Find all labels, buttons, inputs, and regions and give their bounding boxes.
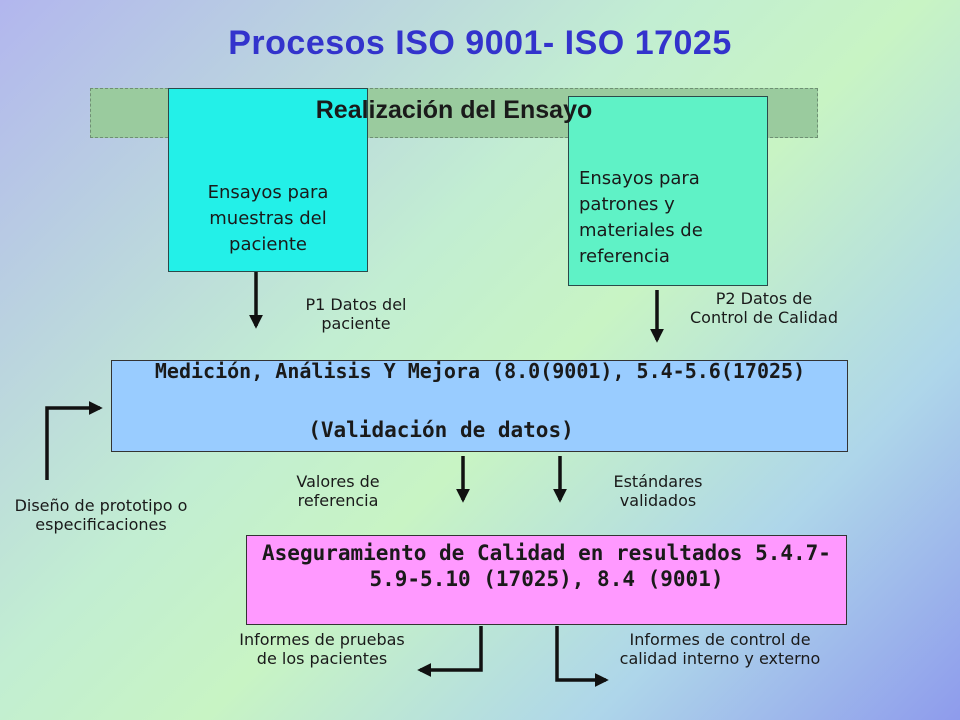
quality-assurance-box — [246, 535, 847, 625]
validation-main-text: Medición, Análisis Y Mejora (8.0(9001), … — [154, 359, 806, 383]
arrow-design-feedback — [45, 401, 103, 480]
page-title: Procesos ISO 9001- ISO 17025 — [228, 24, 732, 62]
validation-box — [111, 360, 848, 452]
p1-label: P1 Datos del paciente — [305, 295, 407, 333]
p2-label: P2 Datos de Control de Calidad — [690, 289, 838, 327]
reference-tests-text: Ensayos para patrones y materiales de re… — [579, 168, 703, 267]
reference-tests-box — [568, 96, 768, 286]
patient-tests-box — [168, 88, 368, 272]
patient-reports-label: Informes de pruebas de los pacientes — [239, 630, 405, 668]
validation-sub-text: (Validación de datos) — [308, 418, 574, 442]
design-label: Diseño de prototipo o especificaciones — [14, 496, 188, 534]
quality-assurance-text: Aseguramiento de Calidad en resultados 5… — [262, 541, 831, 591]
band-label: Realización del Ensayo — [315, 96, 593, 124]
arrow-qa-to-control-reports — [555, 626, 609, 687]
reference-values-label: Valores de referencia — [296, 472, 380, 510]
control-reports-label: Informes de control de calidad interno y… — [619, 630, 821, 668]
validated-standards-label: Estándares validados — [613, 472, 703, 510]
arrow-qa-to-patient-reports — [417, 626, 483, 677]
patient-tests-text: Ensayos para muestras del paciente — [207, 182, 329, 255]
